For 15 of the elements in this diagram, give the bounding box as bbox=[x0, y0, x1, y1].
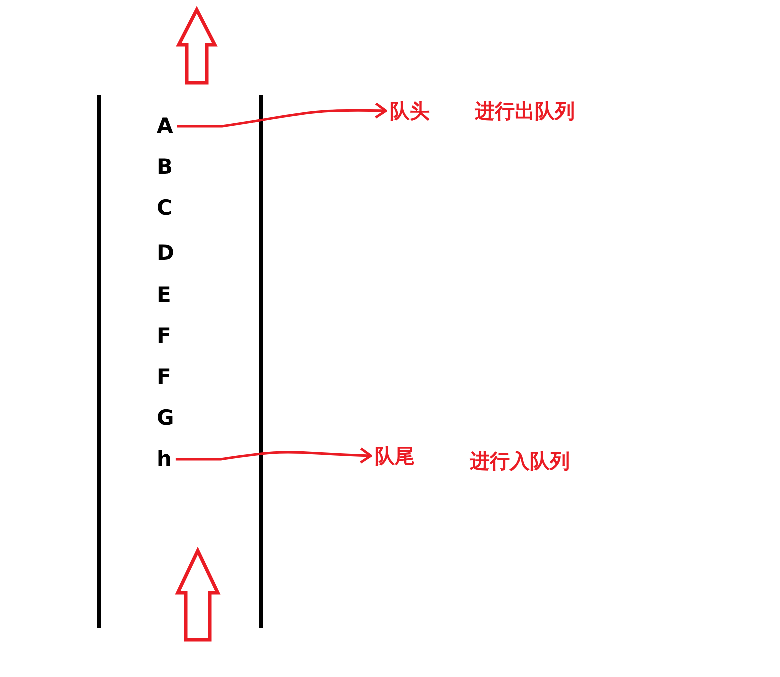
queue-element-letter: F bbox=[157, 367, 172, 388]
queue-element-letter: A bbox=[157, 116, 174, 137]
queue-element-letter: F bbox=[157, 326, 172, 347]
curved-arrow bbox=[177, 102, 388, 128]
queue-element-letter: B bbox=[157, 157, 174, 178]
queue-element-letter: D bbox=[157, 243, 174, 264]
operation-note: 进行入队列 bbox=[470, 451, 570, 471]
operation-note: 进行出队列 bbox=[475, 101, 575, 121]
queue-element-letter: C bbox=[157, 198, 172, 219]
queue-element-letter: G bbox=[157, 408, 174, 429]
queue-element-letter: h bbox=[157, 449, 172, 470]
queue-element-letter: E bbox=[157, 285, 172, 306]
queue-end-label: 队尾 bbox=[375, 446, 415, 466]
queue-end-label: 队头 bbox=[390, 101, 430, 121]
curved-arrow bbox=[176, 447, 372, 464]
